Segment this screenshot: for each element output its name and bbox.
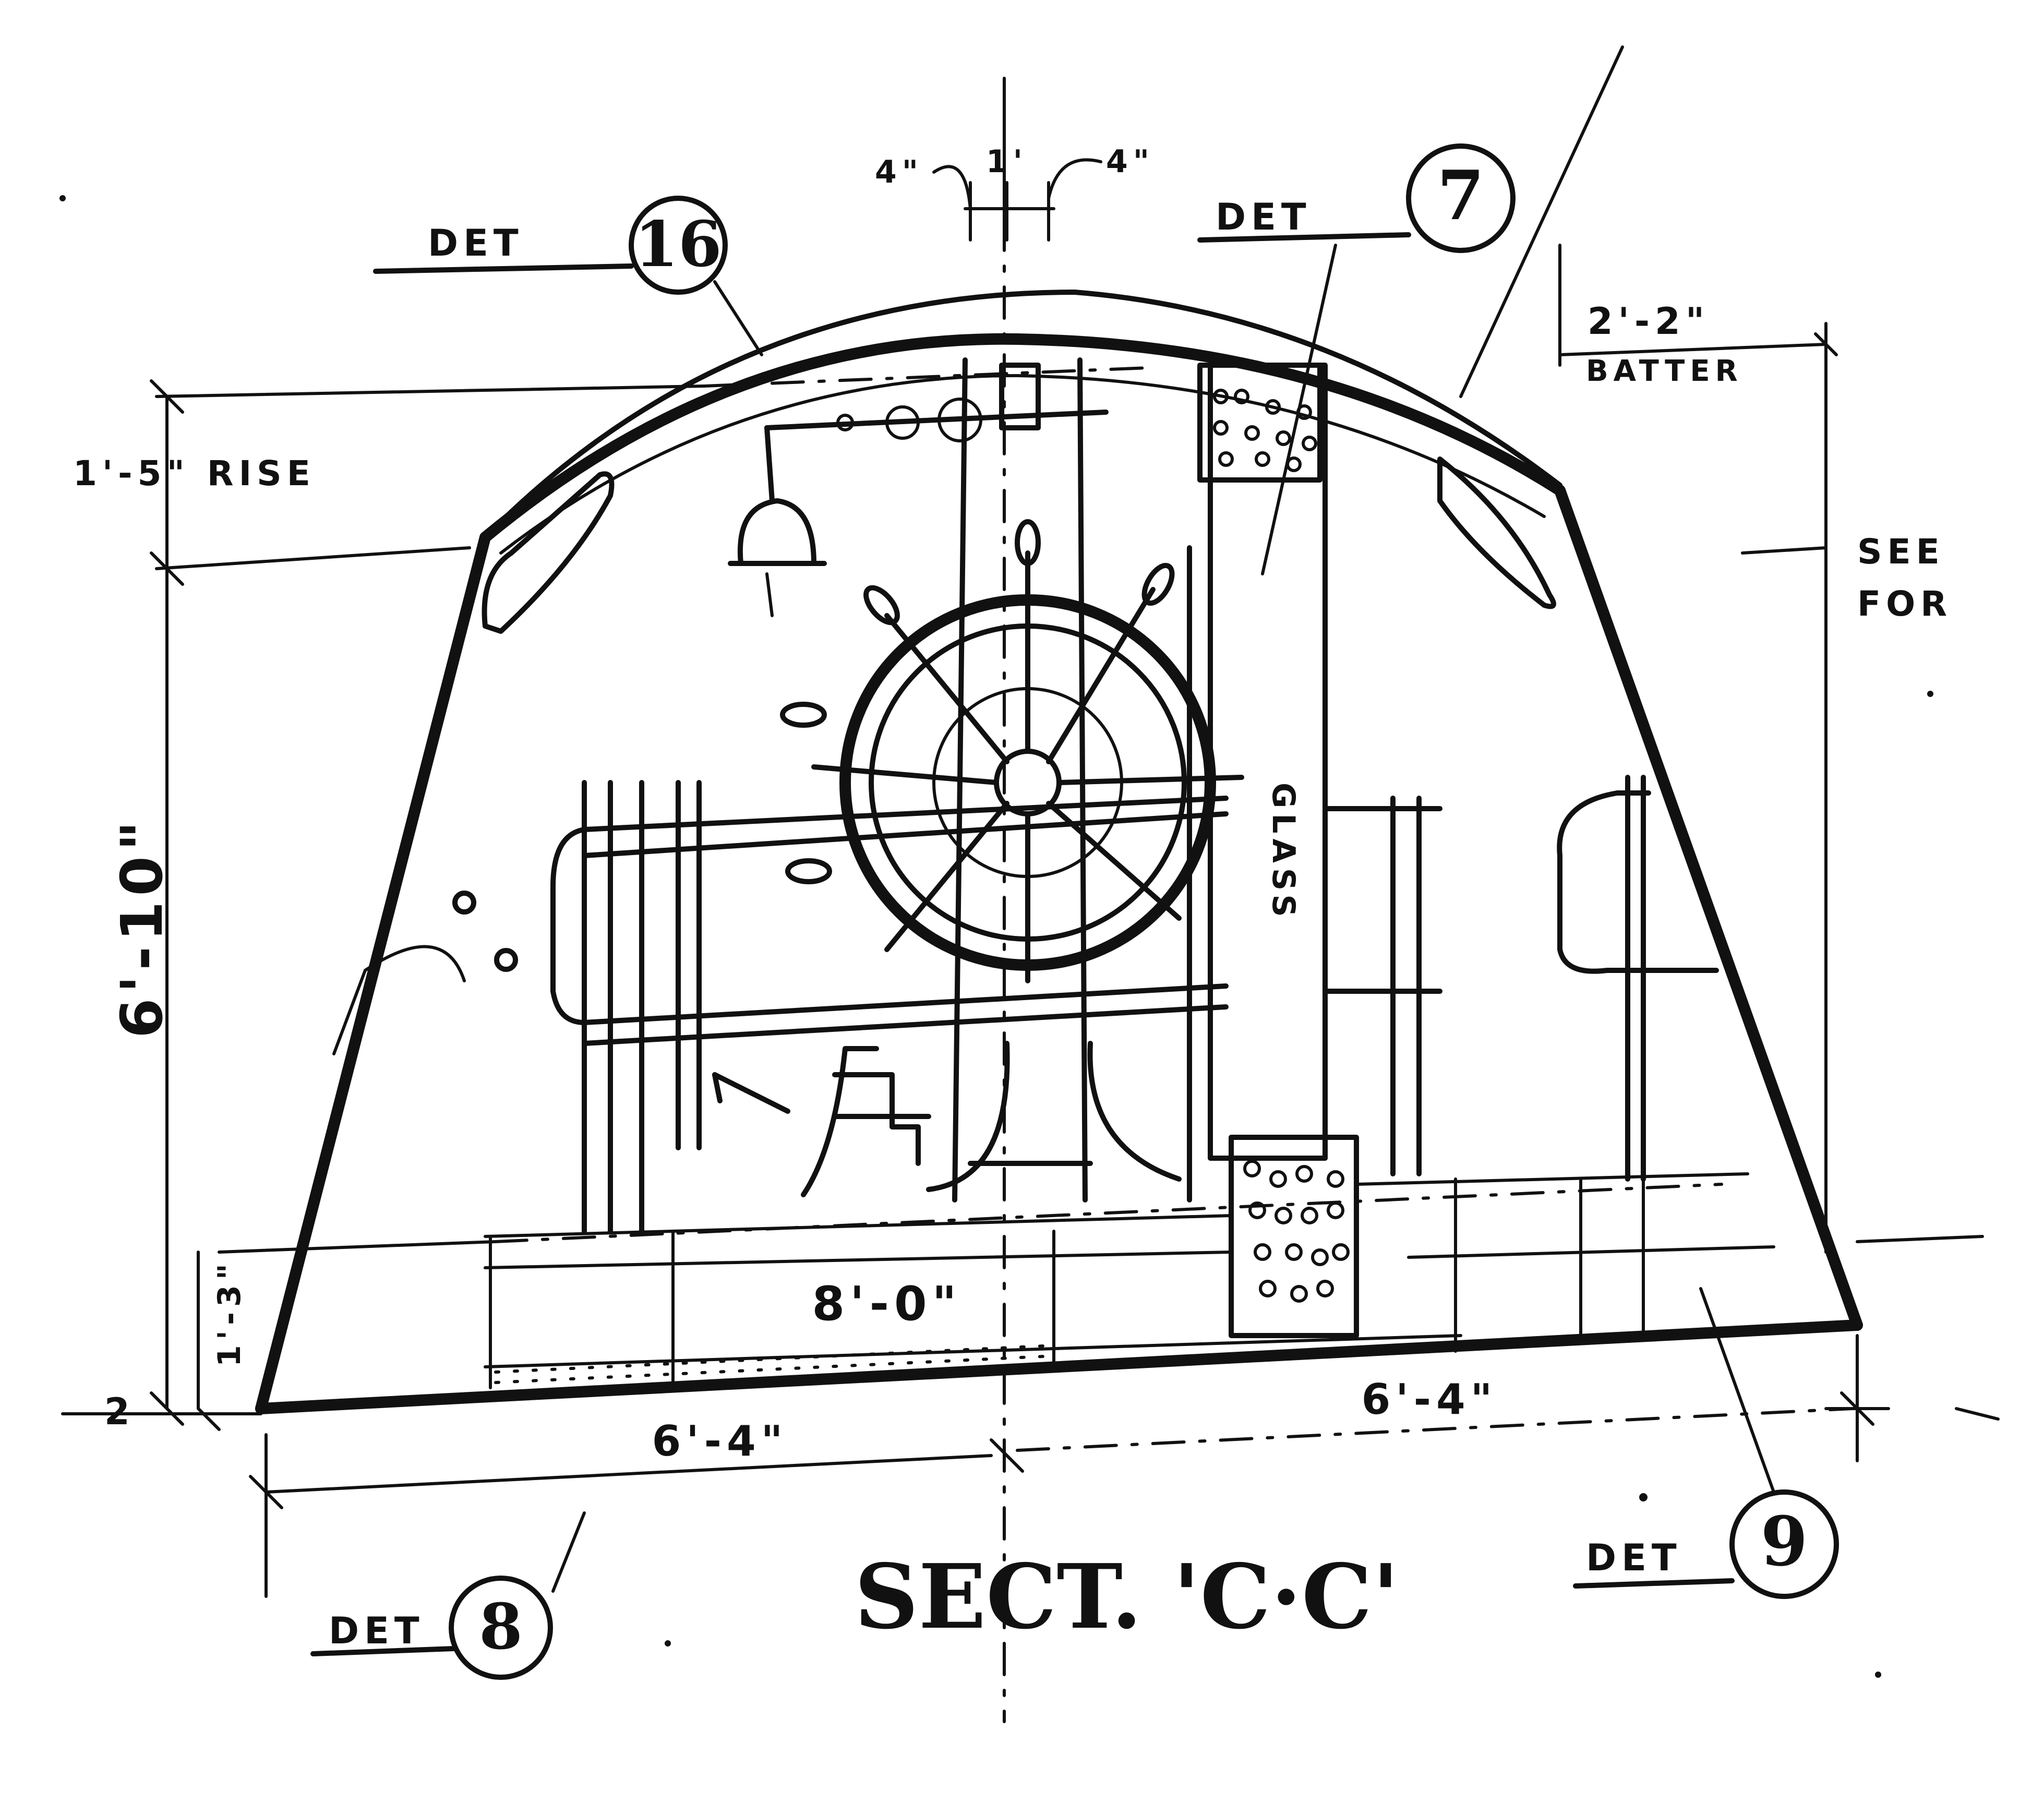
dim-half-left: 6'-4"	[652, 1417, 788, 1465]
detail-callout-16: DET 16	[373, 196, 763, 356]
dim-batter: 2'-2"	[1588, 300, 1710, 343]
dim-top-center: 1'	[986, 143, 1028, 180]
det-8-label: DET	[329, 1609, 425, 1652]
det-16-number: 16	[635, 208, 722, 281]
det-8-number: 8	[479, 1590, 523, 1664]
detail-callout-9: DET 9	[1573, 1287, 1839, 1599]
dim-corner: 2	[104, 1390, 135, 1433]
deck-structure	[484, 1172, 1775, 1389]
helm-console	[712, 1041, 1182, 1197]
railings	[550, 357, 1719, 1234]
see-label: SEE	[1857, 532, 1945, 572]
section-title: SECT. 'C·C'	[855, 1545, 1400, 1649]
det-16-label: DET	[428, 222, 524, 265]
dim-top-right: 4"	[1106, 143, 1155, 180]
det-9-number: 9	[1761, 1501, 1808, 1581]
side-windows	[332, 456, 1556, 1055]
dim-half-right: 6'-4"	[1362, 1375, 1498, 1424]
pilothouse-outline	[255, 290, 1863, 1414]
dim-top-left: 4"	[875, 154, 923, 190]
glass-label: GLASS	[1265, 783, 1302, 922]
dim-rise: 1'-5" RISE	[73, 453, 316, 494]
stray-marks	[59, 195, 1933, 1678]
detail-callout-8: DET 8	[310, 1511, 586, 1680]
dim-batter-label: BATTER	[1586, 354, 1743, 388]
dim-deck-span: 8'-0"	[812, 1277, 961, 1331]
det-7-label: DET	[1216, 196, 1312, 238]
detail-callout-7: DET 7	[1197, 143, 1516, 575]
det-7-number: 7	[1437, 155, 1484, 235]
bell	[728, 363, 1109, 617]
dim-sill: 1'-3"	[211, 1258, 248, 1367]
steering-wheel	[780, 519, 1244, 983]
for-label: FOR	[1857, 584, 1952, 624]
det-9-label: DET	[1586, 1536, 1682, 1579]
dimension-text: 4" 1' 4" 2'-2" BATTER 1'-5" RISE 6'-10" …	[73, 143, 1743, 1465]
dimension-lines	[61, 45, 2000, 1723]
drawing-labels: GLASS SEE FOR	[1265, 532, 1952, 922]
dim-height: 6'-10"	[109, 816, 175, 1038]
